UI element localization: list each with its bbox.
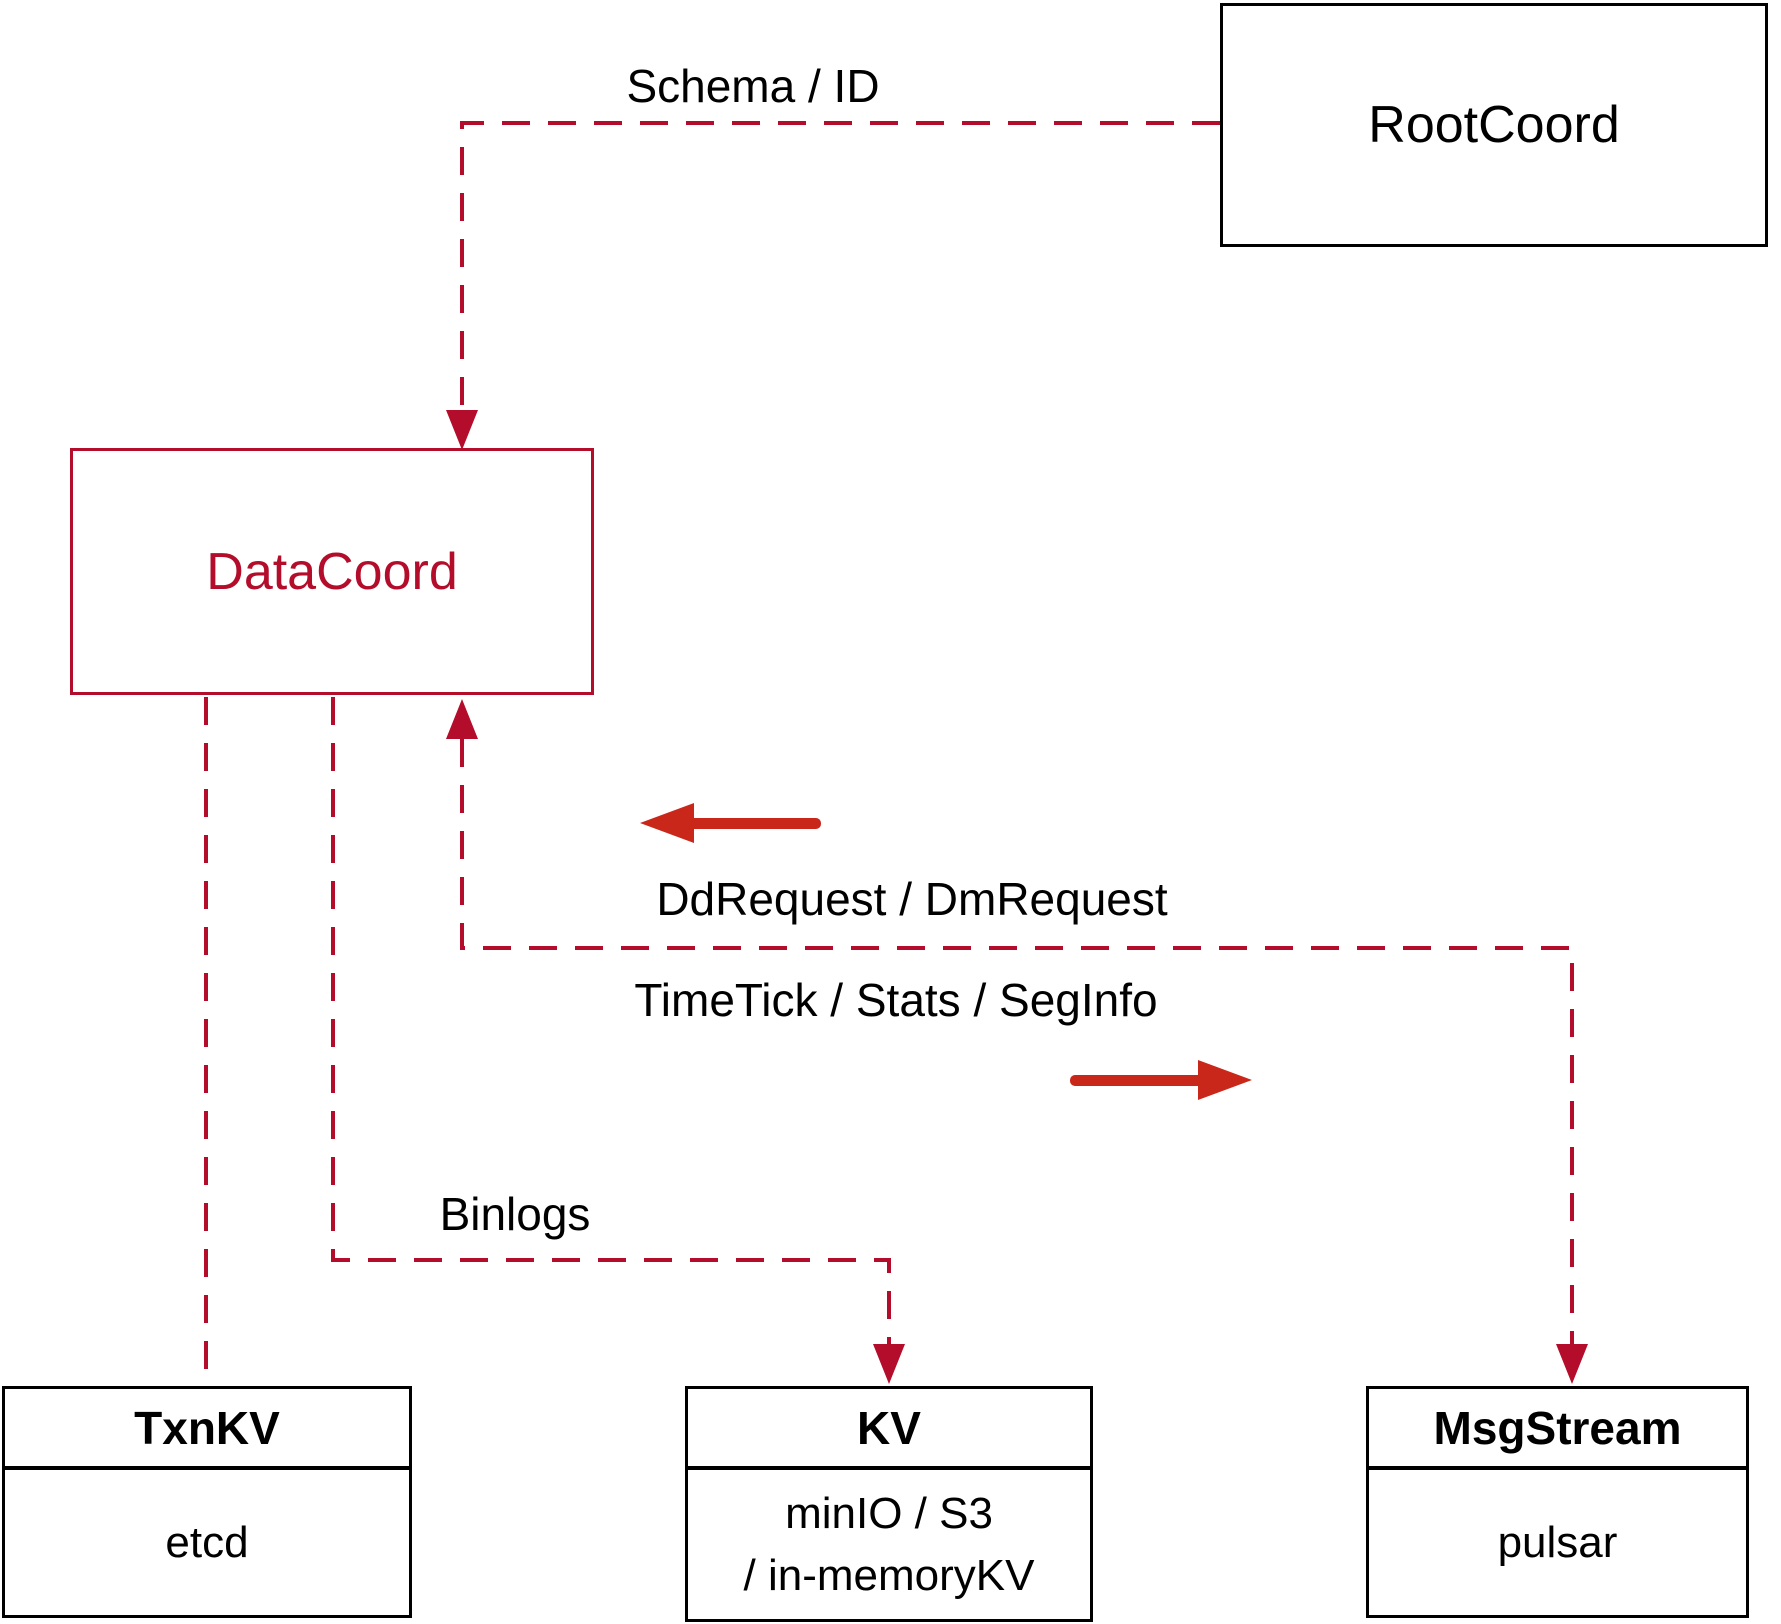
- arrowhead-into-msgstream-top: [1556, 1344, 1588, 1384]
- node-txnkv-title: TxnKV: [5, 1389, 409, 1470]
- node-txnkv: TxnKV etcd: [2, 1386, 412, 1618]
- right-arrow-shaft: [1070, 1075, 1204, 1086]
- node-kv-body-line: / in-memoryKV: [743, 1550, 1035, 1600]
- edge-rootcoord-to-datacoord: [446, 121, 1220, 450]
- node-rootcoord: RootCoord: [1220, 3, 1768, 247]
- edge-label-timetick-stats-seginfo: TimeTick / Stats / SegInfo: [634, 974, 1158, 1026]
- node-msgstream-body: pulsar: [1369, 1470, 1746, 1615]
- edge-rootcoord-to-datacoord-line: [460, 121, 1220, 440]
- left-arrow-head: [640, 803, 694, 843]
- arrowhead-into-datacoord-top: [446, 410, 478, 450]
- node-kv-body-line: minIO / S3: [785, 1488, 993, 1538]
- left-arrow-shaft: [684, 818, 821, 829]
- node-datacoord-label: DataCoord: [206, 542, 458, 601]
- node-txnkv-body-line: etcd: [165, 1517, 249, 1567]
- node-kv: KV minIO / S3 / in-memoryKV: [685, 1386, 1093, 1622]
- node-msgstream-body-line: pulsar: [1497, 1517, 1618, 1567]
- edge-datacoord-msgstream: [446, 699, 1588, 1384]
- node-kv-title: KV: [688, 1389, 1090, 1470]
- right-direction-arrow: [1070, 1060, 1252, 1100]
- arrowhead-into-kv-top: [873, 1344, 905, 1384]
- arrowhead-into-datacoord-bottom: [446, 699, 478, 739]
- node-kv-body: minIO / S3 / in-memoryKV: [688, 1470, 1090, 1619]
- edge-label-schema-id: Schema / ID: [626, 60, 880, 112]
- node-rootcoord-label: RootCoord: [1368, 96, 1620, 154]
- edge-label-binlogs: Binlogs: [439, 1188, 591, 1240]
- edge-datacoord-msgstream-line: [460, 739, 1574, 1344]
- node-txnkv-body: etcd: [5, 1470, 409, 1615]
- left-direction-arrow: [640, 803, 821, 843]
- node-msgstream: MsgStream pulsar: [1366, 1386, 1749, 1618]
- right-arrow-head: [1198, 1060, 1252, 1100]
- edge-label-ddrequest-dmrequest: DdRequest / DmRequest: [656, 873, 1168, 925]
- edge-datacoord-to-kv-line: [331, 697, 891, 1344]
- edge-datacoord-to-kv-binlogs: [331, 697, 905, 1384]
- node-msgstream-title: MsgStream: [1369, 1389, 1746, 1470]
- node-datacoord: DataCoord: [70, 448, 594, 695]
